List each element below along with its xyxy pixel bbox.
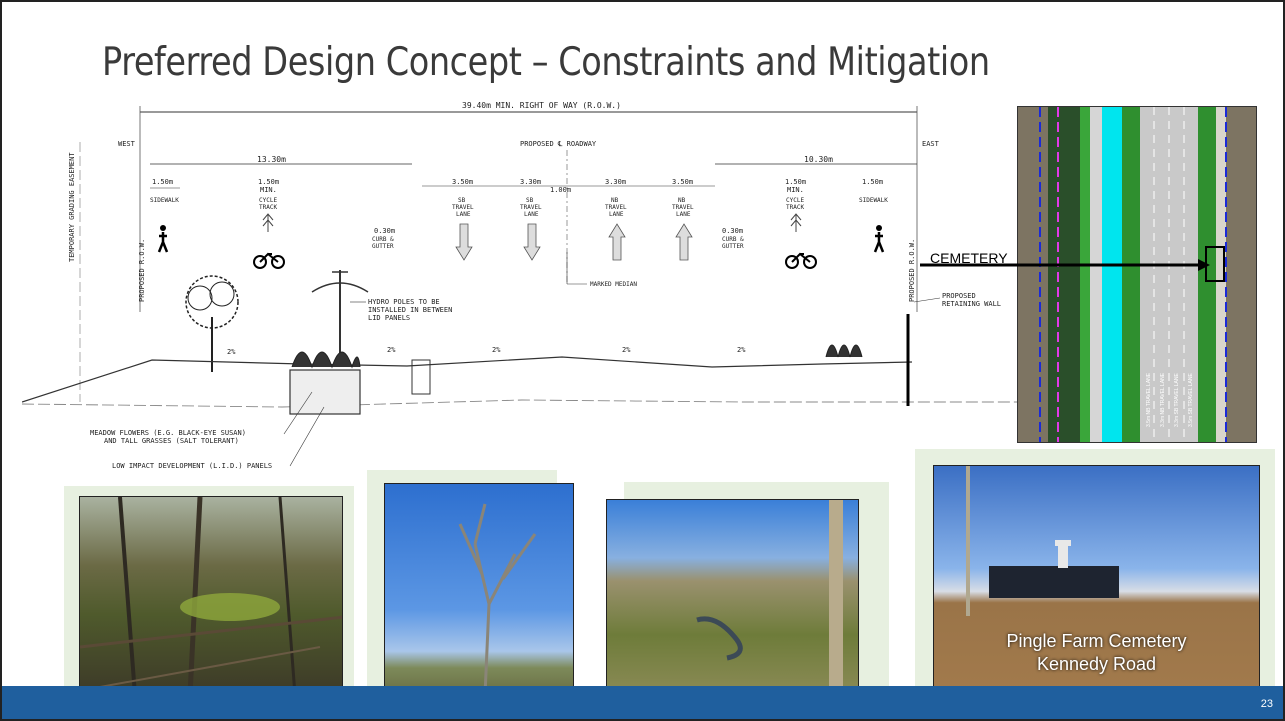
sidewalk-w-west: 1.50m	[152, 178, 173, 186]
travel-lanes: 3.50mSBTRAVELLANE3.30mSBTRAVELLANE3.30mN…	[452, 178, 694, 261]
cycle-1-east: CYCLE	[786, 197, 804, 204]
lane-dir-1: SB	[458, 197, 466, 204]
lane-label-a-3: TRAVEL	[605, 204, 627, 211]
cycle-min-east: MIN.	[787, 186, 804, 194]
cycle-2-east: TRACK	[786, 204, 804, 211]
prop-row-west: PROPOSED R.O.W.	[138, 239, 146, 302]
lane-label-b-2: LANE	[524, 211, 539, 218]
east-width: 10.30m	[804, 155, 833, 164]
west-label: WEST	[118, 140, 136, 148]
cemetery-caption-2: Kennedy Road	[1036, 654, 1157, 674]
sidewalk-w-east: 1.50m	[862, 178, 883, 186]
wall-note-1: PROPOSED	[942, 292, 976, 300]
cycle-1-west: CYCLE	[259, 197, 277, 204]
meadow-note-2: AND TALL GRASSES (SALT TOLERANT)	[104, 437, 239, 445]
cemetery-label: CEMETERY	[930, 250, 1008, 266]
lane-arrow-icon-2	[523, 223, 541, 261]
lane-dir-3: NB	[611, 197, 619, 204]
cross-section-drawing: 39.40m MIN. RIGHT OF WAY (R.O.W.) WEST E…	[22, 102, 1017, 470]
pedestrian-icon-east	[873, 225, 885, 253]
lane-width-3: 3.30m	[605, 178, 626, 186]
lane-arrow-icon-3	[608, 223, 626, 261]
median-width: 1.00m	[550, 186, 571, 194]
lane-dir-4: NB	[678, 197, 686, 204]
west-width: 13.30m	[257, 155, 286, 164]
aerial-lane-label-1: 3.5m NB TRAVEL LANE	[1146, 372, 1152, 427]
lid-planter	[289, 369, 361, 415]
curb-1-east: CURB &	[722, 236, 744, 243]
road-cross-section: 39.40m MIN. RIGHT OF WAY (R.O.W.) WEST E…	[22, 102, 1017, 474]
creek-photo	[606, 499, 859, 694]
bicycle-icon-west	[253, 252, 285, 269]
hydro-pole-icon	[311, 270, 369, 357]
curb-2-east: GUTTER	[722, 243, 744, 250]
woodland-photo	[79, 496, 343, 694]
centerline-label: PROPOSED ℄ ROADWAY	[520, 140, 597, 148]
curb-w-west: 0.30m	[374, 227, 395, 235]
wall-note-2: RETAINING WALL	[942, 300, 1001, 308]
east-label: EAST	[922, 140, 940, 148]
sidewalk-east: SIDEWALK	[859, 197, 888, 204]
lid-note: LOW IMPACT DEVELOPMENT (L.I.D.) PANELS	[112, 462, 272, 470]
cycle-w-east: 1.50m	[785, 178, 806, 186]
aerial-plan-image: 3.5m NB TRAVEL LANE 3.3m NB TRAVEL LANE …	[1017, 106, 1257, 443]
curb-w-east: 0.30m	[722, 227, 743, 235]
cemetery-arrow-icon	[920, 259, 1210, 271]
lane-width-1: 3.50m	[452, 178, 473, 186]
lane-label-b-1: LANE	[456, 211, 471, 218]
grading-easement-label: TEMPORARY GRADING EASEMENT	[68, 152, 76, 262]
tree-photo	[384, 483, 574, 694]
pedestrian-icon-west	[157, 225, 169, 253]
slide-title: Preferred Design Concept – Constraints a…	[102, 40, 990, 85]
lane-dir-2: SB	[526, 197, 534, 204]
lane-width-2: 3.30m	[520, 178, 541, 186]
bicycle-icon-east	[785, 252, 817, 269]
lane-label-b-3: LANE	[609, 211, 624, 218]
hydro-note-3: LID PANELS	[368, 314, 410, 322]
curb-2-west: GUTTER	[372, 243, 394, 250]
footer-bar: 23	[2, 686, 1283, 719]
lane-label-a-1: TRAVEL	[452, 204, 474, 211]
page-number: 23	[1260, 698, 1273, 710]
lane-label-b-4: LANE	[676, 211, 691, 218]
cycle-w-west: 1.50m	[258, 178, 279, 186]
meadow-note-1: MEADOW FLOWERS (E.G. BLACK-EYE SUSAN)	[90, 429, 246, 437]
prop-row-east: PROPOSED R.O.W.	[908, 239, 916, 302]
aerial-lane-label-3: 3.3m SB TRAVEL LANE	[1174, 373, 1180, 427]
lane-label-a-2: TRAVEL	[520, 204, 542, 211]
cemetery-caption-1: Pingle Farm Cemetery	[1006, 631, 1187, 651]
slope-2: 2%	[387, 346, 396, 354]
row-label: 39.40m MIN. RIGHT OF WAY (R.O.W.)	[462, 102, 621, 110]
slope-1: 2%	[227, 348, 236, 356]
slope-5: 2%	[737, 346, 746, 354]
lane-arrow-icon-4	[675, 223, 693, 261]
hydro-note-1: HYDRO POLES TO BE	[368, 298, 440, 306]
lane-label-a-4: TRAVEL	[672, 204, 694, 211]
cemetery-photo: Pingle Farm Cemetery Kennedy Road	[933, 465, 1260, 695]
cycle-2-west: TRACK	[259, 204, 277, 211]
aerial-lane-label-4: 3.5m SB TRAVEL LANE	[1188, 373, 1194, 427]
hydro-note-2: INSTALLED IN BETWEEN	[368, 306, 452, 314]
sidewalk-west: SIDEWALK	[150, 197, 179, 204]
cycle-min-west: MIN.	[260, 186, 277, 194]
lane-width-4: 3.50m	[672, 178, 693, 186]
slope-3: 2%	[492, 346, 501, 354]
lane-arrow-icon-1	[455, 223, 473, 261]
curb-1-west: CURB &	[372, 236, 394, 243]
tree-icon	[185, 275, 239, 372]
aerial-lane-label-2: 3.3m NB TRAVEL LANE	[1160, 372, 1166, 427]
slope-4: 2%	[622, 346, 631, 354]
median-label: MARKED MEDIAN	[590, 281, 637, 288]
